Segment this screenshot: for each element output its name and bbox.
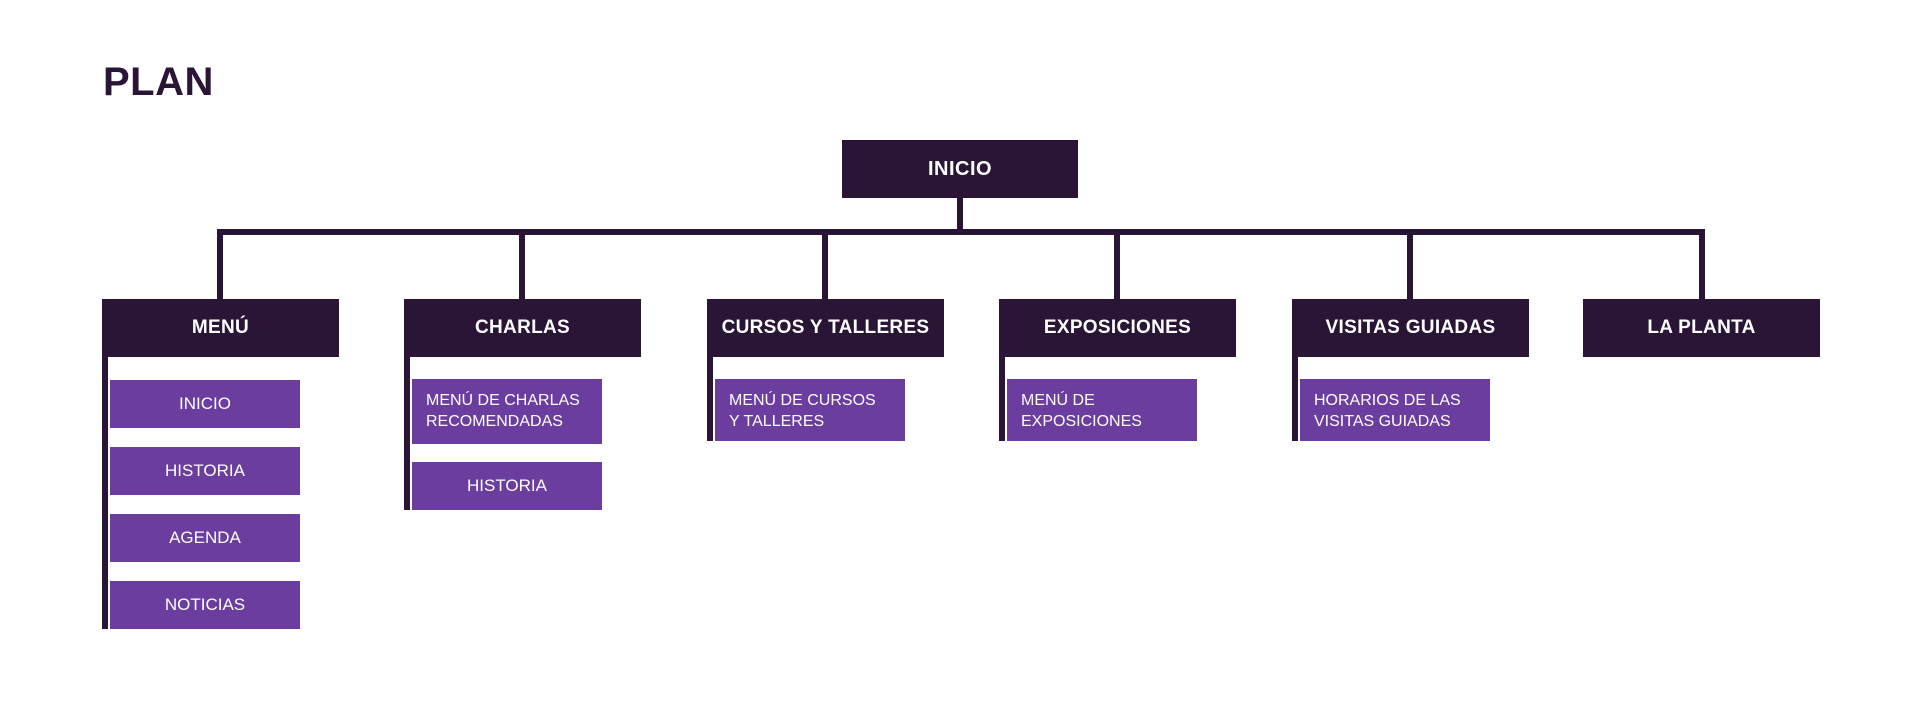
page-title: PLAN [103, 60, 214, 104]
connector-drop-menu [217, 232, 223, 299]
column-header-la-planta: LA PLANTA [1583, 299, 1820, 357]
column-header-visitas-guiadas: VISITAS GUIADAS [1292, 299, 1529, 357]
spine-menu [102, 357, 108, 629]
column-header-menu: MENÚ [102, 299, 339, 357]
connector-drop-la-planta [1699, 232, 1705, 299]
node-menu-historia: HISTORIA [110, 447, 300, 495]
connector-drop-visitas [1407, 232, 1413, 299]
connector-drop-charlas [519, 232, 525, 299]
spine-visitas [1292, 357, 1298, 441]
spine-exposiciones [999, 357, 1005, 441]
node-visitas-horarios: HORARIOS DE LAS VISITAS GUIADAS [1300, 379, 1490, 441]
node-menu-noticias: NOTICIAS [110, 581, 300, 629]
node-charlas-menu-recomendadas: MENÚ DE CHARLAS RECOMENDADAS [412, 379, 602, 444]
node-charlas-historia: HISTORIA [412, 462, 602, 510]
node-exposiciones-menu: MENÚ DE EXPOSICIONES [1007, 379, 1197, 441]
connector-root-stub [957, 197, 963, 232]
connector-drop-exposiciones [1114, 232, 1120, 299]
column-header-cursos-y-talleres: CURSOS Y TALLERES [707, 299, 944, 357]
column-header-charlas: CHARLAS [404, 299, 641, 357]
spine-charlas [404, 357, 410, 510]
spine-cursos [707, 357, 713, 441]
connector-drop-cursos [822, 232, 828, 299]
connector-horizontal-rail [217, 229, 1705, 235]
column-header-exposiciones: EXPOSICIONES [999, 299, 1236, 357]
node-menu-agenda: AGENDA [110, 514, 300, 562]
node-cursos-menu: MENÚ DE CURSOS Y TALLERES [715, 379, 905, 441]
root-node-inicio: INICIO [842, 140, 1078, 198]
node-menu-inicio: INICIO [110, 380, 300, 428]
